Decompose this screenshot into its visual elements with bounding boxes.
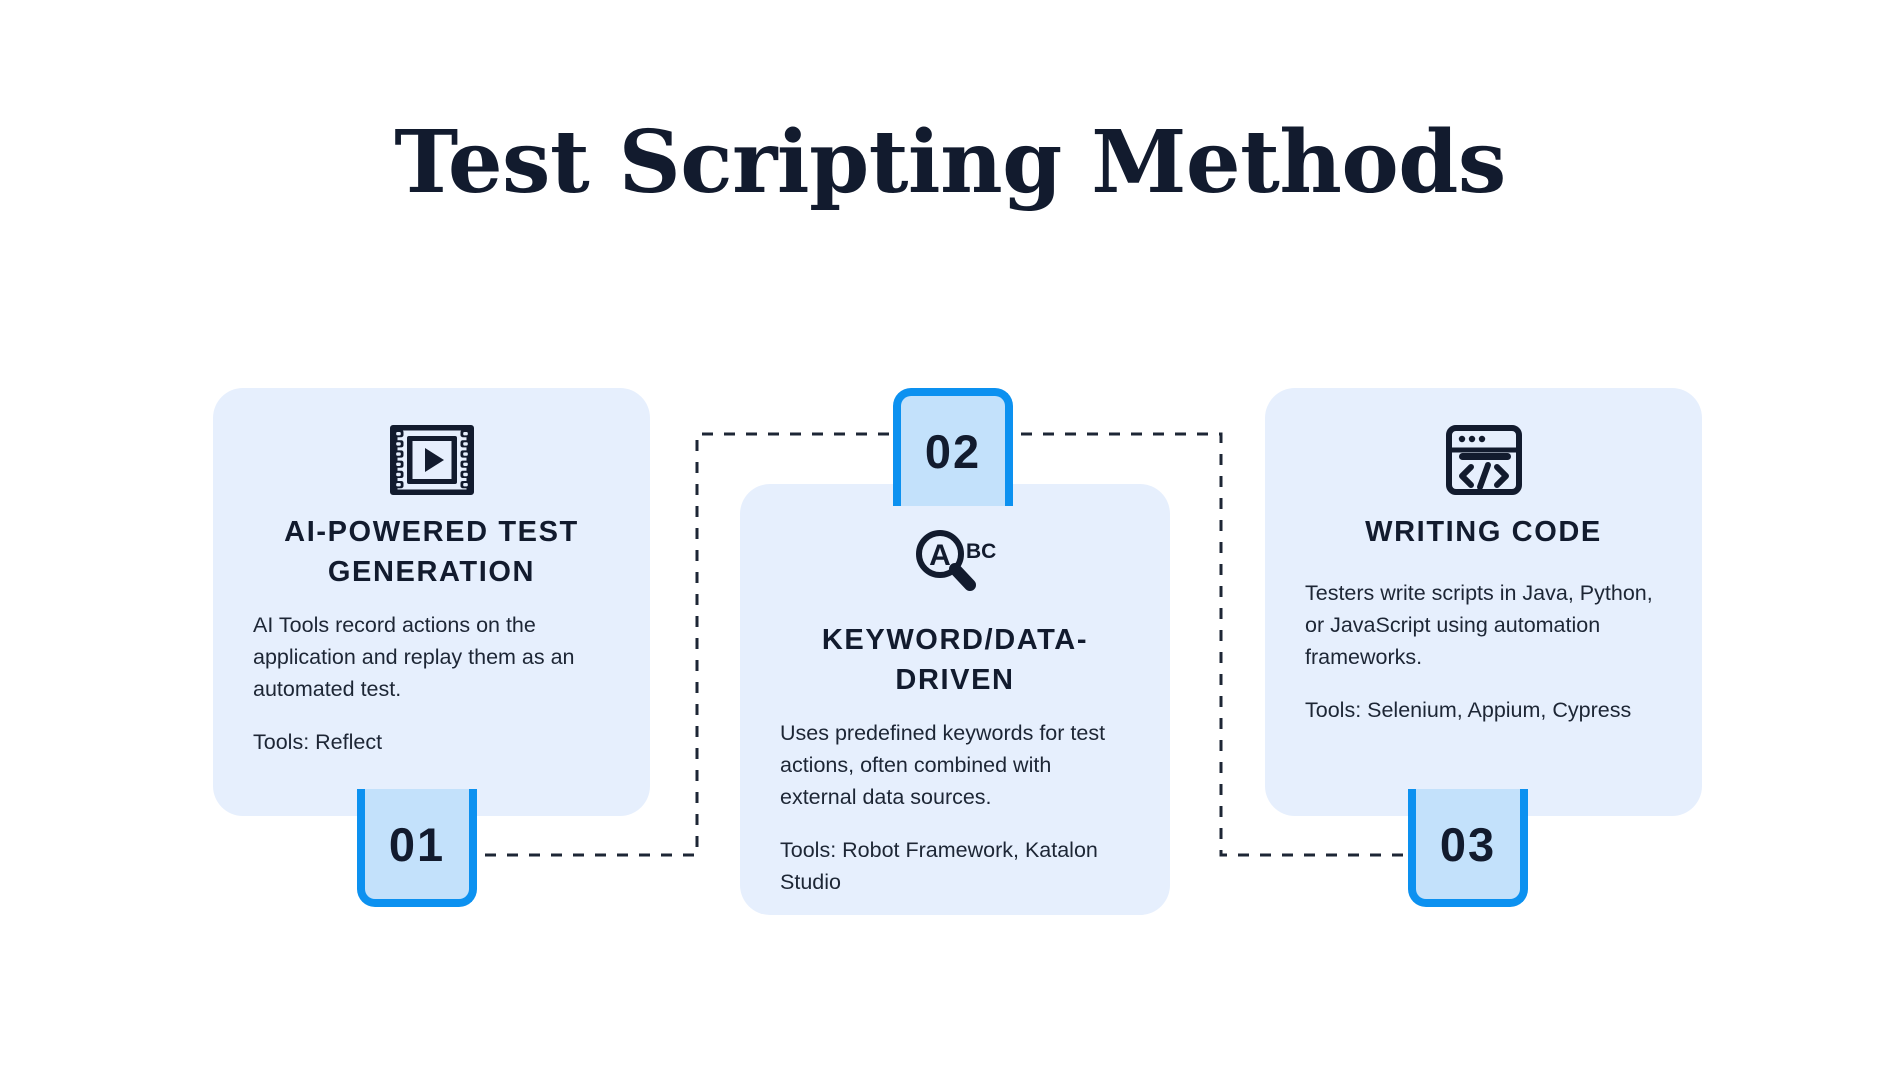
card-body: Testers write scripts in Java, Python, o… [1305,578,1662,727]
card-tools: Tools: Selenium, Appium, Cypress [1305,698,1632,723]
step-number-label: 03 [1439,817,1497,871]
card-tools: Tools: Reflect [253,730,383,755]
card-description: Testers write scripts in Java, Python, o… [1305,581,1653,669]
step-number-badge-01[interactable]: 01 [357,789,477,907]
magnifier-abc-icon: A BC [780,528,1130,594]
film-strip-play-icon [253,424,610,496]
card-keyword-data-driven[interactable]: A BC KEYWORD/DATA-DRIVEN Uses predefined… [740,484,1170,915]
card-body: Uses predefined keywords for test action… [780,718,1130,899]
card-tools: Tools: Robot Framework, Katalon Studio [780,838,1098,895]
card-description: AI Tools record actions on the applicati… [253,613,575,701]
card-ai-powered-test-generation[interactable]: AI-POWERED TEST GENERATION AI Tools reco… [213,388,650,816]
card-heading: WRITING CODE [1365,516,1602,548]
page-title: Test Scripting Methods [394,112,1506,213]
card-writing-code[interactable]: WRITING CODE Testers write scripts in Ja… [1265,388,1702,816]
step-number-badge-03[interactable]: 03 [1408,789,1528,907]
card-description: Uses predefined keywords for test action… [780,721,1106,809]
card-heading: KEYWORD/DATA-DRIVEN [821,624,1089,697]
browser-code-icon [1305,424,1662,496]
step-number-badge-02[interactable]: 02 [893,388,1013,506]
step-number-label: 02 [924,424,982,478]
svg-text:A: A [929,539,951,572]
step-number-label: 01 [388,817,446,871]
card-heading: AI-POWERED TEST GENERATION [284,516,579,589]
card-body: AI Tools record actions on the applicati… [253,610,610,759]
svg-text:BC: BC [966,540,996,563]
